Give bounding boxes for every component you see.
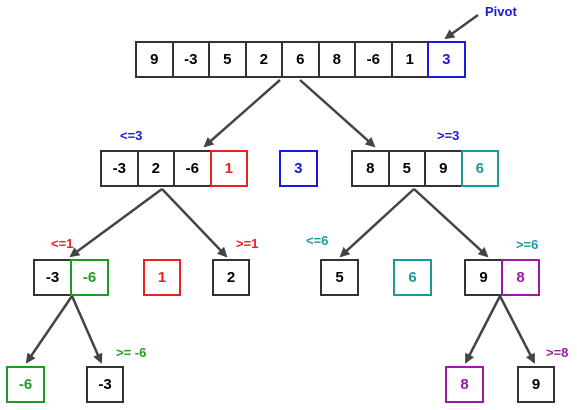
arrow [70, 295, 103, 364]
array-cell: 1 [209, 150, 248, 187]
arrow [444, 13, 479, 40]
array-cell: 8 [351, 150, 390, 187]
array-cell: -6 [70, 259, 109, 296]
array-cell: 8 [317, 41, 356, 78]
array-cell: 6 [460, 150, 499, 187]
arrow [69, 187, 163, 258]
array-cell: -3 [100, 150, 139, 187]
array-cell: 1 [390, 41, 429, 78]
array-cell: 8 [445, 366, 484, 403]
array-cell: 9 [464, 259, 503, 296]
array-cell: 1 [143, 259, 181, 296]
array-cell: 8 [501, 259, 540, 296]
partition-label: <=6 [306, 233, 329, 248]
arrow [25, 295, 74, 364]
arrow [413, 188, 489, 258]
array-cell: -3 [171, 41, 210, 78]
partition-label: >=3 [437, 128, 460, 143]
array-cell: 2 [212, 259, 250, 296]
array-cell: -3 [33, 259, 72, 296]
arrow [203, 79, 281, 148]
pivot-label: Pivot [485, 4, 517, 19]
partition-label: >=6 [516, 237, 539, 252]
array-cell: 5 [387, 150, 426, 187]
array-cell: 5 [320, 259, 359, 296]
array-cell: 9 [424, 150, 463, 187]
partition-label: >= -6 [116, 345, 147, 360]
array-cell: -6 [6, 366, 45, 403]
array-cell: -6 [173, 150, 212, 187]
array-cell: -3 [86, 366, 124, 403]
array-cell: 2 [136, 150, 175, 187]
partition-label: >=1 [236, 236, 259, 251]
partition-label: <=1 [51, 236, 74, 251]
partition-label: <=3 [120, 128, 143, 143]
arrow [498, 295, 536, 364]
arrow [299, 79, 376, 148]
array-cell: 5 [208, 41, 247, 78]
partition-label: >=8 [546, 345, 569, 360]
array-cell: -6 [354, 41, 393, 78]
arrow [339, 188, 415, 258]
array-cell: 3 [427, 41, 466, 78]
array-cell: 9 [135, 41, 174, 78]
array-cell: 6 [393, 259, 432, 296]
arrow [161, 188, 228, 258]
array-cell: 3 [279, 150, 318, 187]
array-cell: 6 [281, 41, 320, 78]
array-cell: 2 [244, 41, 283, 78]
arrow [464, 295, 502, 364]
array-cell: 9 [517, 366, 555, 403]
